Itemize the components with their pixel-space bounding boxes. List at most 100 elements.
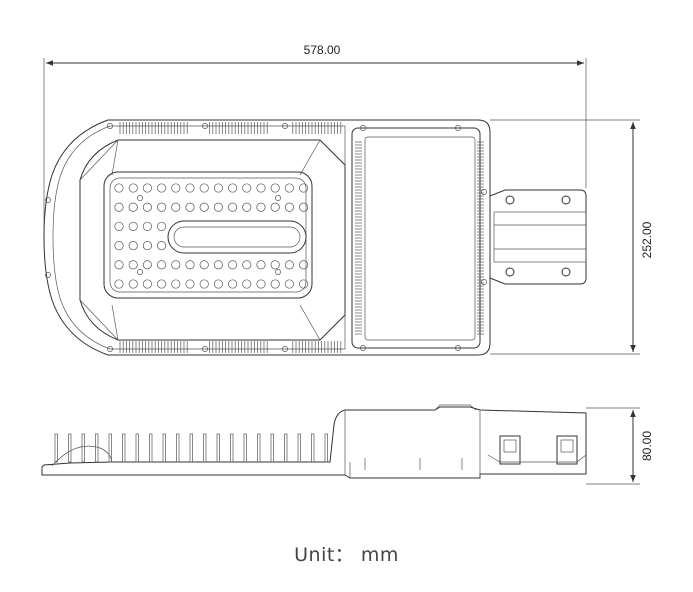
screw [481, 279, 487, 285]
side-fin [68, 433, 72, 463]
led [284, 183, 294, 193]
led [242, 279, 252, 289]
top-view [43, 119, 587, 356]
led [142, 183, 152, 193]
heat-sink-fins-top [119, 122, 342, 134]
heat-sink-fins-bottom [119, 341, 342, 353]
led [228, 260, 238, 270]
led [213, 202, 223, 212]
side-fin [257, 433, 261, 463]
side-fin [311, 433, 315, 463]
led [128, 202, 138, 212]
led [157, 202, 167, 212]
led [114, 260, 124, 270]
led [213, 279, 223, 289]
housing-screws [45, 123, 487, 352]
led [242, 183, 252, 193]
side-fin [162, 433, 166, 463]
screw [455, 125, 461, 131]
led [171, 260, 181, 270]
screw [282, 346, 288, 352]
screw [360, 125, 366, 131]
unit-label: Unit： mm [294, 544, 399, 566]
led [213, 183, 223, 193]
side-view [41, 404, 587, 479]
side-fin [54, 433, 58, 463]
led [142, 260, 152, 270]
led [157, 260, 167, 270]
led [128, 241, 138, 251]
led [284, 279, 294, 289]
pole-mount-bracket [489, 189, 587, 285]
led [171, 202, 181, 212]
led [299, 202, 309, 212]
led [256, 183, 266, 193]
led [299, 183, 309, 193]
led [128, 260, 138, 270]
screw [282, 123, 288, 129]
screw [45, 272, 51, 278]
led [242, 260, 252, 270]
side-fin [149, 433, 153, 463]
led-array [114, 183, 309, 289]
led [142, 202, 152, 212]
screw [455, 345, 461, 351]
width-value: 252.00 [640, 221, 654, 258]
length-dimension: 578.00 [43, 43, 587, 230]
led [256, 279, 266, 289]
side-fin [284, 433, 288, 463]
led [128, 279, 138, 289]
center-lens [167, 220, 307, 254]
reflector-frame [79, 139, 346, 341]
side-fin [203, 433, 207, 463]
side-fin [176, 433, 180, 463]
led [157, 241, 167, 251]
led [199, 183, 209, 193]
side-heat-sink-fins [54, 433, 328, 463]
side-fin [324, 433, 328, 463]
side-fin [122, 433, 126, 463]
side-fin [135, 433, 139, 463]
screw [275, 195, 281, 201]
screw [275, 269, 281, 275]
led [185, 279, 195, 289]
screw [202, 123, 208, 129]
led [157, 221, 167, 231]
led [199, 202, 209, 212]
screw [202, 346, 208, 352]
screw [107, 346, 113, 352]
screw [137, 269, 143, 275]
screw [481, 189, 487, 195]
screw [137, 195, 143, 201]
led [242, 202, 252, 212]
height-dimension: 80.00 [586, 407, 654, 485]
led [270, 202, 280, 212]
led [284, 202, 294, 212]
screw [107, 123, 113, 129]
side-fin [297, 433, 301, 463]
led [114, 241, 124, 251]
housing-outline [43, 119, 491, 356]
side-fin [243, 433, 247, 463]
led [228, 183, 238, 193]
led-board [103, 171, 313, 299]
length-value: 578.00 [304, 43, 341, 57]
led [142, 221, 152, 231]
screw [45, 197, 51, 203]
led [185, 260, 195, 270]
side-fin [189, 433, 193, 463]
led [185, 183, 195, 193]
led [114, 202, 124, 212]
led [142, 279, 152, 289]
driver-cover [351, 127, 481, 349]
side-fin [230, 433, 234, 463]
side-fin [216, 433, 220, 463]
side-fin [95, 433, 99, 463]
screw [360, 345, 366, 351]
led [299, 260, 309, 270]
led [270, 183, 280, 193]
led [256, 202, 266, 212]
side-fin [270, 433, 274, 463]
driver-cover-ribs [355, 141, 484, 335]
led [256, 260, 266, 270]
